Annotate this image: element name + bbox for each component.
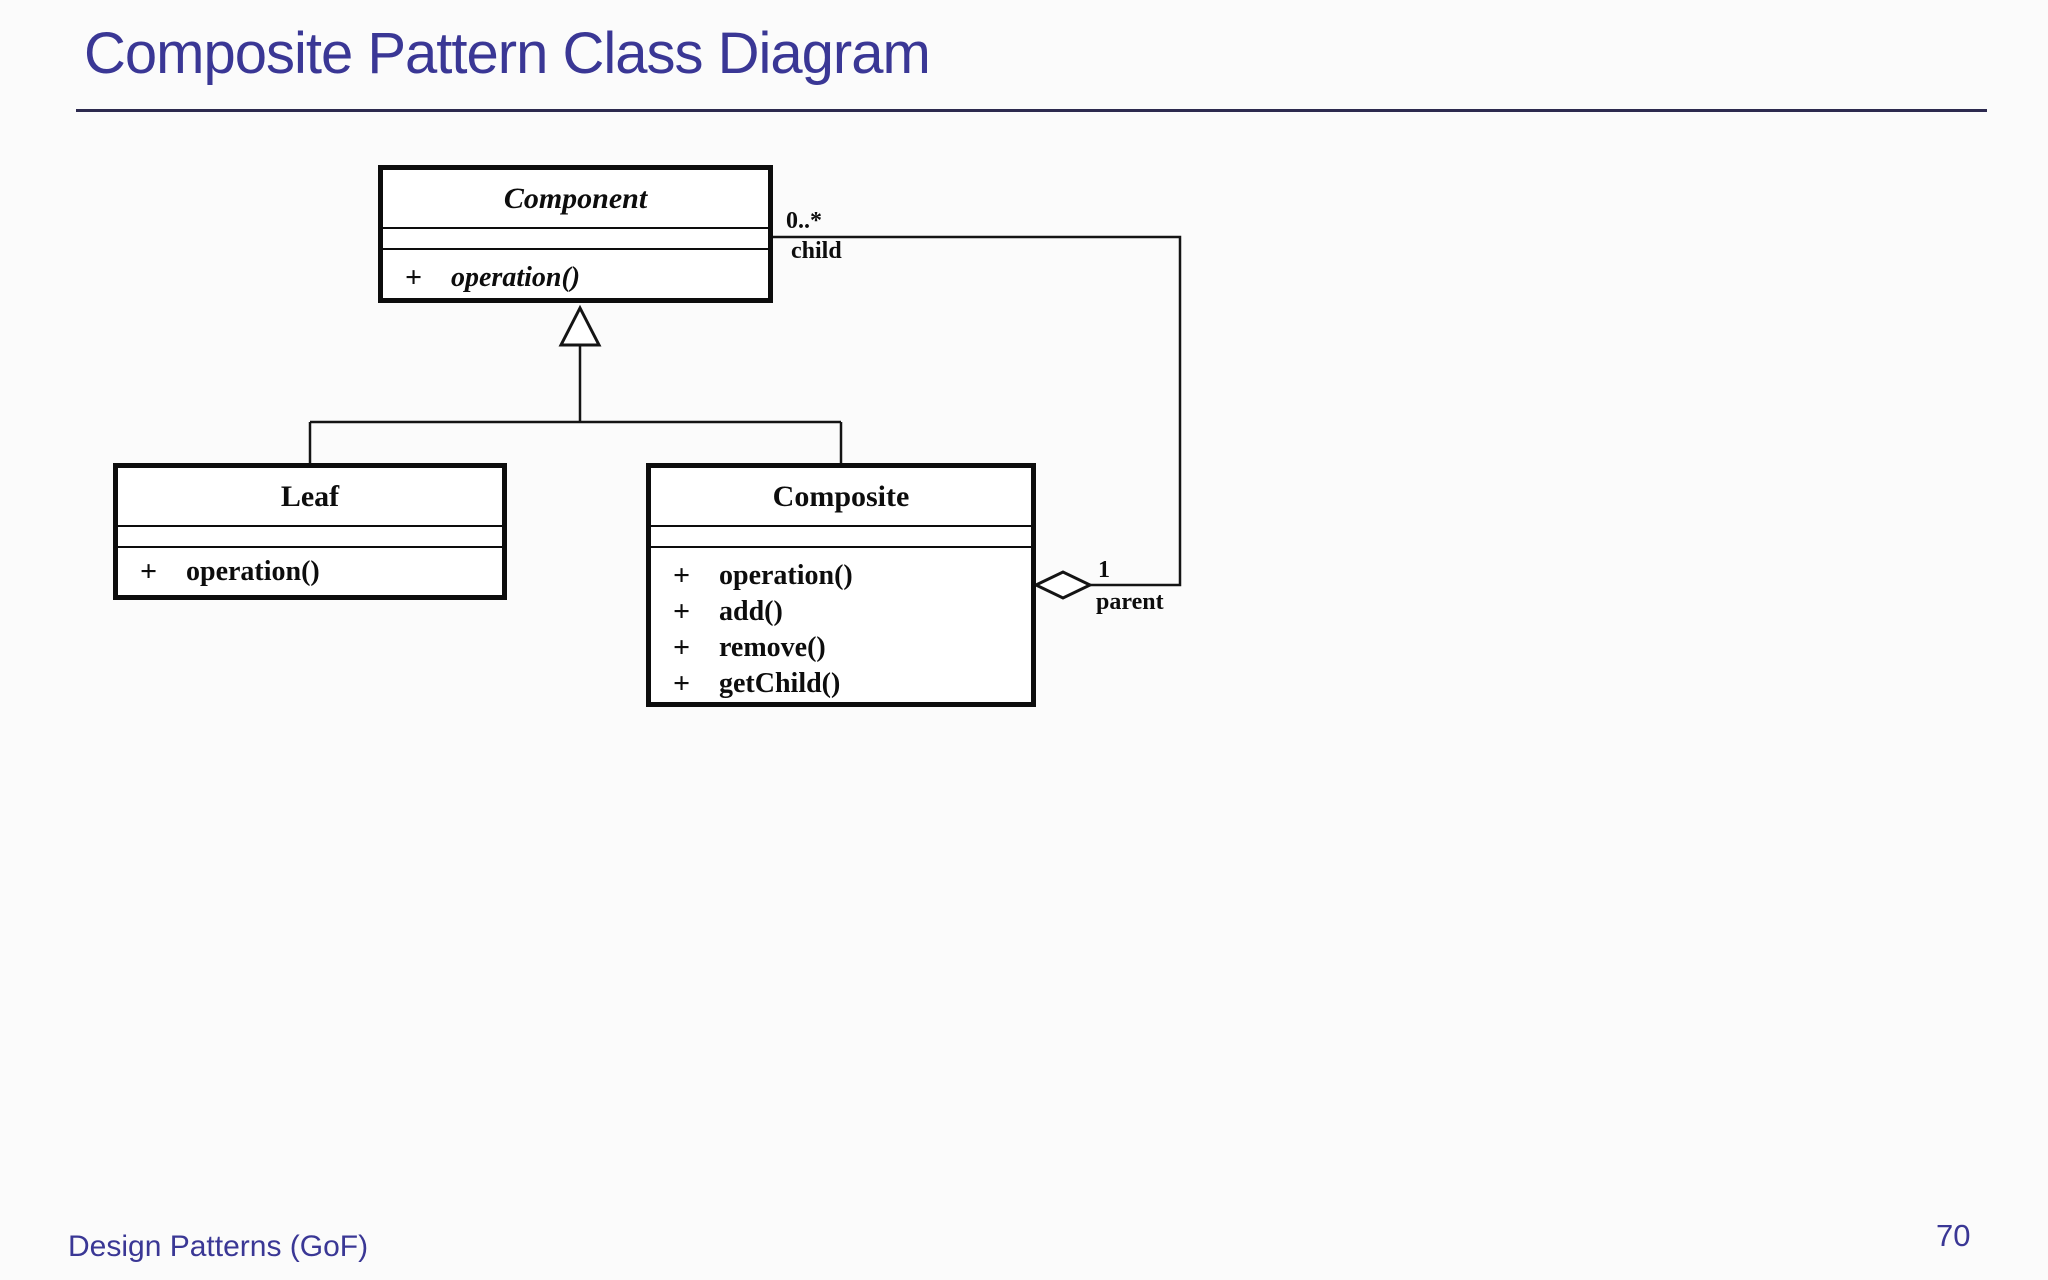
operation-row: + operation() xyxy=(651,558,1031,594)
operation-row: + operation() xyxy=(118,555,502,588)
operation-signature: operation() xyxy=(719,560,853,591)
role-parent-label: parent xyxy=(1096,589,1164,615)
operation-row: + remove() xyxy=(651,630,1031,666)
visibility-marker: + xyxy=(673,631,691,664)
class-box-leaf: Leaf + operation() xyxy=(113,463,507,600)
attributes-compartment xyxy=(383,227,768,248)
class-box-component: Component + operation() xyxy=(378,165,773,303)
operation-signature: getChild() xyxy=(719,668,841,699)
operation-row: + add() xyxy=(651,594,1031,630)
aggregation-connector xyxy=(773,235,1182,587)
operation-row: + getChild() xyxy=(651,666,1031,702)
class-name: Component xyxy=(503,181,648,215)
role-child-label: child xyxy=(791,238,842,264)
visibility-marker: + xyxy=(405,261,423,294)
footer-text: Design Patterns (GoF) xyxy=(68,1230,369,1263)
multiplicity-child-label: 0..* xyxy=(786,208,822,234)
generalization-connector xyxy=(308,345,843,463)
generalization-triangle-icon xyxy=(558,304,602,347)
visibility-marker: + xyxy=(140,555,158,588)
operation-row: + operation() xyxy=(383,261,768,294)
operations-compartment: + operation() + add() + remove() + getCh… xyxy=(651,546,1031,702)
aggregation-diamond-icon xyxy=(1032,570,1094,600)
attributes-compartment xyxy=(651,525,1031,546)
attributes-compartment xyxy=(118,525,502,546)
page-title: Composite Pattern Class Diagram xyxy=(84,21,931,86)
operation-signature: operation() xyxy=(186,556,320,587)
class-name: Leaf xyxy=(280,479,340,513)
operation-signature: add() xyxy=(719,596,783,627)
visibility-marker: + xyxy=(673,559,691,592)
operations-compartment: + operation() xyxy=(383,248,768,294)
page-number: 70 xyxy=(1936,1218,1971,1253)
visibility-marker: + xyxy=(673,667,691,700)
class-box-composite: Composite + operation() + add() + remove… xyxy=(646,463,1036,707)
class-name: Composite xyxy=(772,479,910,513)
multiplicity-parent-label: 1 xyxy=(1098,557,1110,583)
visibility-marker: + xyxy=(673,595,691,628)
title-divider xyxy=(76,109,1987,112)
operation-signature: remove() xyxy=(719,632,826,663)
operations-compartment: + operation() xyxy=(118,546,502,588)
operation-signature: operation() xyxy=(451,262,581,293)
